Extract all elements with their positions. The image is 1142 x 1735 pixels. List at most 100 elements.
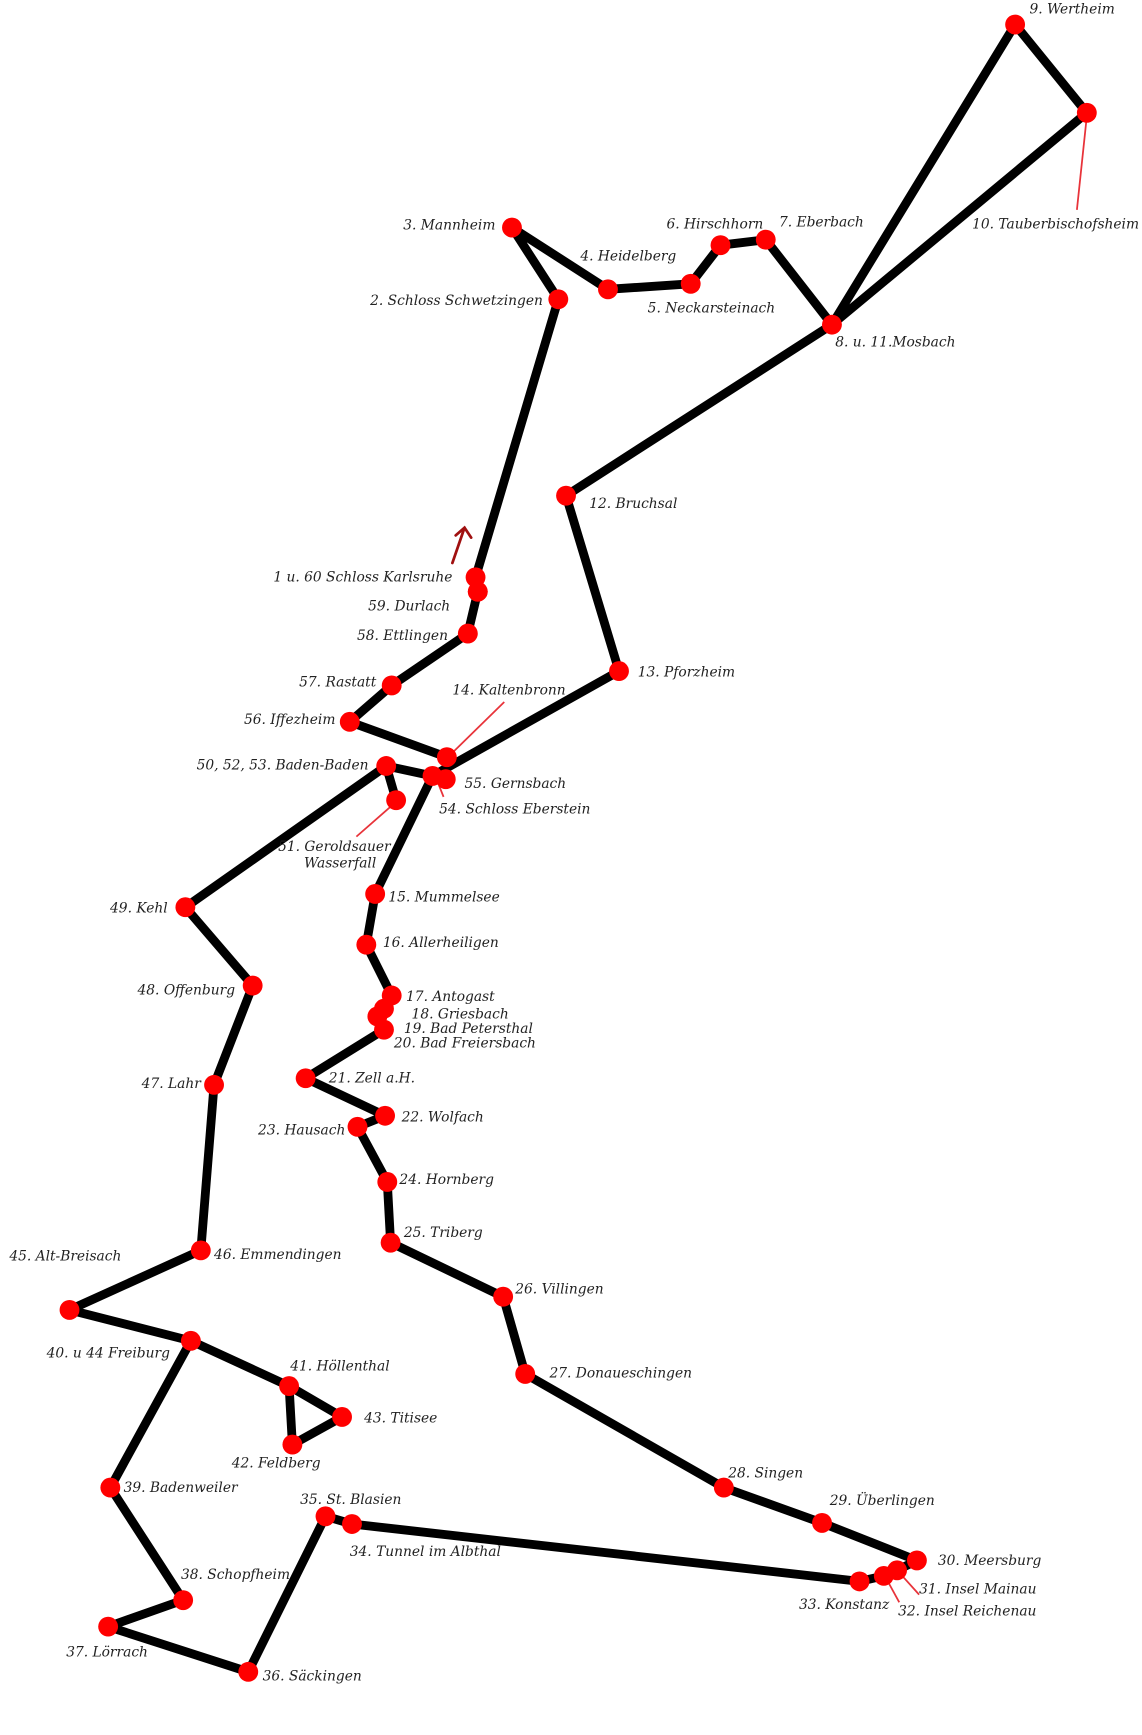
stop-label: 47. Lahr <box>141 1076 203 1092</box>
stop-marker <box>710 235 731 256</box>
stop-label: 42. Feldberg <box>231 1456 321 1472</box>
stop-label: 49. Kehl <box>109 901 168 917</box>
leader-line <box>1076 116 1088 210</box>
stop-label: 28. Singen <box>727 1466 803 1482</box>
stop-marker <box>1005 14 1026 35</box>
stop-marker <box>342 1514 362 1534</box>
stop-marker <box>556 485 576 506</box>
stop-label: 58. Ettlingen <box>357 628 448 644</box>
stop-label: 59. Durlach <box>368 598 450 614</box>
stop-label: 18. Griesbach <box>412 1007 509 1023</box>
stop-label: 31. Insel Mainau <box>919 1582 1036 1598</box>
stop-marker <box>238 1661 259 1682</box>
stop-label: 57. Rastatt <box>299 675 377 691</box>
stop-label: 37. Lörrach <box>66 1644 148 1660</box>
stop-marker <box>377 1172 398 1192</box>
stop-label: 50, 52, 53. Baden-Baden <box>197 757 369 773</box>
stop-label: 10. Tauberbischofsheim <box>972 217 1139 233</box>
stop-marker <box>204 1074 224 1095</box>
stop-marker <box>457 623 478 644</box>
stop-label: 4. Heidelberg <box>579 249 676 265</box>
stop-marker <box>100 1477 121 1498</box>
stop-label: 9. Wertheim <box>1029 1 1114 17</box>
stop-label: 8. u. 11.Mosbach <box>835 335 955 351</box>
stop-marker <box>680 273 701 294</box>
stop-marker <box>822 314 842 335</box>
stop-marker <box>332 1407 352 1427</box>
stop-marker <box>190 1240 211 1261</box>
stop-label: 24. Hornberg <box>398 1172 494 1188</box>
leader-line <box>438 785 445 798</box>
route-segment <box>428 20 1092 781</box>
stop-label: 38. Schopfheim <box>181 1567 290 1583</box>
stop-marker <box>375 1105 396 1126</box>
stop-label: 39. Badenweiler <box>124 1480 239 1496</box>
stop-label: 54. Schloss Eberstein <box>439 801 590 817</box>
stop-marker <box>315 1506 336 1527</box>
stop-marker <box>282 1434 303 1455</box>
stop-label: 3. Mannheim <box>403 218 495 234</box>
stop-label: 43. Titisee <box>363 1411 437 1427</box>
stop-label: 48. Offenburg <box>137 982 236 998</box>
stop-marker <box>436 747 457 768</box>
stop-marker <box>175 897 196 918</box>
stop-label: 17. Antogast <box>406 989 495 1005</box>
leader-line <box>451 701 505 754</box>
stop-label: 23. Hausach <box>257 1123 345 1139</box>
stop-marker <box>849 1571 870 1592</box>
stop-marker <box>1076 102 1097 123</box>
stop-label: 5. Neckarsteinach <box>648 300 775 316</box>
stop-marker <box>906 1550 927 1571</box>
stop-label: 12. Bruchsal <box>589 496 677 512</box>
stop-label: 22. Wolfach <box>401 1109 484 1125</box>
stop-label: 40. u 44 Freiburg <box>46 1345 170 1361</box>
stop-marker <box>242 975 263 996</box>
route-lines <box>65 20 1092 1677</box>
stop-label: 46. Emmendingen <box>213 1247 341 1263</box>
stop-marker <box>422 765 443 786</box>
stop-marker <box>548 289 569 310</box>
stop-label: 34. Tunnel im Albthal <box>350 1544 501 1560</box>
stop-marker <box>713 1477 734 1498</box>
stop-label: 29. Überlingen <box>829 1492 935 1509</box>
stop-label: 15. Mummelsee <box>388 890 499 906</box>
stop-marker <box>59 1300 80 1320</box>
stop-marker <box>381 985 402 1006</box>
stop-label: 33. Konstanz <box>799 1597 890 1613</box>
stop-marker <box>376 756 397 776</box>
stop-label: 35. St. Blasien <box>300 1492 401 1508</box>
stop-label: 55. Gernsbach <box>465 776 567 792</box>
stop-marker <box>295 1068 316 1089</box>
arrow-up-right-icon <box>451 525 473 565</box>
stop-label: 32. Insel Reichenau <box>898 1604 1036 1620</box>
stop-label: 45. Alt-Breisach <box>8 1248 121 1264</box>
stop-marker <box>356 934 377 955</box>
stop-label: 1 u. 60 Schloss Karlsruhe <box>273 570 452 586</box>
stop-marker <box>173 1590 194 1611</box>
stop-marker <box>812 1512 832 1533</box>
stop-label: 19. Bad Petersthal <box>404 1021 533 1037</box>
leader-line <box>355 805 393 838</box>
stop-label: 7. Eberbach <box>779 214 864 230</box>
stop-marker <box>180 1330 201 1351</box>
stop-label: 2. Schloss Schwetzingen <box>369 293 543 309</box>
stop-marker <box>493 1286 514 1307</box>
stop-marker <box>467 581 488 602</box>
stop-marker <box>381 675 402 696</box>
stop-markers <box>59 14 1097 1682</box>
stop-label: 6. Hirschhorn <box>666 217 763 233</box>
stop-label: 25. Triberg <box>403 1225 483 1241</box>
stop-marker <box>279 1376 300 1397</box>
leader-lines <box>355 116 1088 1603</box>
stop-label: 36. Säckingen <box>263 1669 362 1685</box>
stop-marker <box>98 1616 119 1637</box>
stop-marker <box>365 884 386 904</box>
stop-marker <box>386 790 407 811</box>
stop-label: 14. Kaltenbronn <box>452 682 565 698</box>
stop-labels: 1 u. 60 Schloss Karlsruhe 2. Schloss Schw… <box>8 1 1139 1684</box>
stop-label: 13. Pforzheim <box>638 665 735 681</box>
route-segment <box>103 771 922 1677</box>
stop-marker <box>755 229 776 250</box>
